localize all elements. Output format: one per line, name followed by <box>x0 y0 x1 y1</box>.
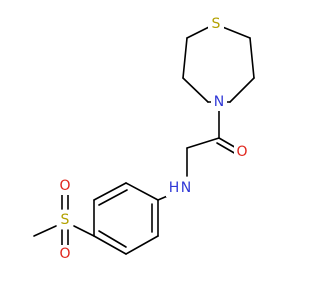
atom-label-layer: S N O H N S O O <box>57 15 250 263</box>
atom-s1: S <box>208 15 224 33</box>
atom-s2: S <box>57 211 73 229</box>
benzene-bond <box>125 182 159 201</box>
atom-s2-label: S <box>61 212 70 228</box>
atom-n1: N <box>211 93 227 111</box>
ring-bond <box>182 37 188 79</box>
aryl-to-sulfonyl-bond <box>73 225 95 237</box>
sulfonyl-to-methyl-bond <box>33 225 57 237</box>
atom-n1-label: N <box>214 94 224 110</box>
atom-s1-label: S <box>212 16 221 32</box>
ring-bond <box>229 77 255 103</box>
atom-o1-label: O <box>236 144 247 160</box>
atom-nh: H N <box>166 179 194 197</box>
ring-bond <box>249 37 255 79</box>
atom-o3: O <box>57 245 73 263</box>
carbonyl-double-bond <box>216 142 237 155</box>
atom-o2-label: O <box>59 178 70 194</box>
benzene-inner-bond <box>98 189 128 206</box>
benzene-inner-bond <box>98 230 127 248</box>
atom-o3-label: O <box>59 246 70 262</box>
benzene-bond <box>93 182 127 201</box>
carbonyl-to-ch2-bond <box>186 137 220 149</box>
benzene-bond <box>93 235 127 255</box>
molecule-structure-diagram: S N O H N S O O <box>33 15 255 263</box>
benzene-bond <box>125 235 159 255</box>
ring-bond <box>182 77 209 103</box>
atom-o1: O <box>234 143 250 161</box>
atom-o2: O <box>57 177 73 195</box>
atom-nh-nitrogen-label: N <box>181 180 191 196</box>
atom-nh-hydrogen-label: H <box>169 180 180 196</box>
